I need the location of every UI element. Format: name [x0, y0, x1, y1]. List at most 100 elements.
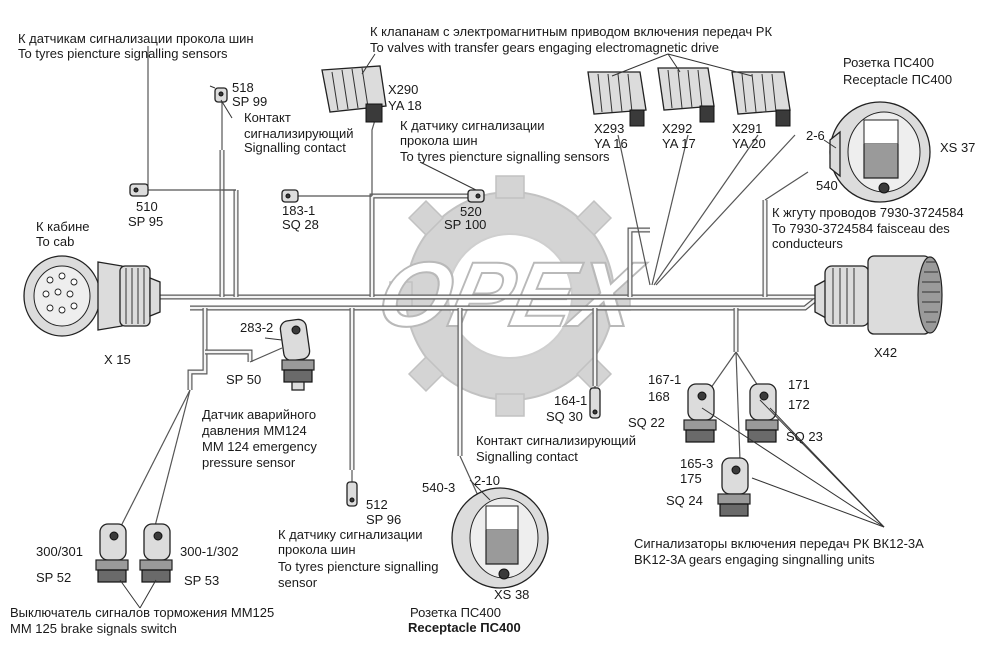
label-sp95: SP 95 [128, 214, 163, 229]
valve-connector-x290 [321, 65, 387, 123]
label-172: 172 [788, 397, 810, 412]
contact-sp95 [129, 183, 149, 197]
label-165-3: 165-3 [680, 456, 713, 471]
label-2-6: 2-6 [806, 128, 825, 143]
label-contact-ru: Контакт [244, 110, 291, 125]
valve-connector-x291 [731, 71, 791, 127]
xs37-receptacle [829, 101, 931, 203]
label-512: 512 [366, 497, 388, 512]
label-harness-en1: To 7930-3724584 faisceau des [772, 221, 950, 236]
label-sp52: SP 52 [36, 570, 71, 585]
switch-sp52 [95, 523, 129, 583]
contact-sp96 [346, 481, 358, 507]
label-518: 518 [232, 80, 254, 95]
label-receptacle-bot-ru: Розетка ПС400 [410, 605, 501, 620]
label-300-1-302: 300-1/302 [180, 544, 239, 559]
label-alarm-ru2: давления ММ124 [202, 423, 307, 438]
label-x293: X293 [594, 121, 624, 136]
label-183-1: 183-1 [282, 203, 315, 218]
label-contact2-en: Signalling contact [476, 449, 578, 464]
label-tyre-low-ru2: прокола шин [278, 542, 356, 557]
label-tyre-sensors-ru: К датчикам сигнализации прокола шин [18, 31, 254, 46]
label-contact2-ru: Контакт сигнализирующий [476, 433, 636, 448]
label-cab-ru: К кабине [36, 219, 90, 234]
label-sp53: SP 53 [184, 573, 219, 588]
label-sp96: SP 96 [366, 512, 401, 527]
label-alarm-ru1: Датчик аварийного [202, 407, 316, 422]
label-gears-ru: Сигнализаторы включения передач РК ВК12-… [634, 536, 924, 551]
label-sq28: SQ 28 [282, 217, 319, 232]
sensor-sq24 [717, 457, 751, 517]
label-ya18: YA 18 [388, 98, 422, 113]
label-ya16: YA 16 [594, 136, 628, 151]
leader-lines [119, 46, 885, 609]
labels: К датчикам сигнализации прокола шин To t… [10, 24, 975, 636]
label-sq22: SQ 22 [628, 415, 665, 430]
label-167-1: 167-1 [648, 372, 681, 387]
label-tyre-one-ru1: К датчику сигнализации [400, 118, 545, 133]
label-contact-en: Signalling contact [244, 140, 346, 155]
label-harness-en2: conducteurs [772, 236, 843, 251]
label-receptacle-top-ru: Розетка ПС400 [843, 55, 934, 70]
sensor-sq23 [745, 383, 779, 443]
valve-connector-x292 [657, 67, 715, 123]
label-brake-ru: Выключатель сигналов торможения ММ125 [10, 605, 274, 620]
label-sp100: SP 100 [444, 217, 486, 232]
contact-sq30 [589, 387, 601, 419]
sensor-sp50 [279, 318, 315, 391]
label-300-301: 300/301 [36, 544, 83, 559]
label-tyre-low-en2: sensor [278, 575, 318, 590]
contact-sp100 [467, 189, 485, 203]
label-tyre-one-ru2: прокола шин [400, 133, 478, 148]
label-valves-en: To valves with transfer gears engaging e… [370, 40, 719, 55]
label-gears-en: BK12-3A gears engaging singnalling units [634, 552, 875, 567]
label-sq30: SQ 30 [546, 409, 583, 424]
harness-trunk [158, 150, 817, 470]
label-tyre-sensors-en: To tyres piencture signalling sensors [18, 46, 228, 61]
label-tyre-low-en1: To tyres piencture signalling [278, 559, 438, 574]
label-x42: X42 [874, 345, 897, 360]
label-xs37: XS 37 [940, 140, 975, 155]
label-sq24: SQ 24 [666, 493, 703, 508]
label-brake-en: MM 125 brake signals switch [10, 621, 177, 636]
label-x290: X290 [388, 82, 418, 97]
label-2-10: 2-10 [474, 473, 500, 488]
label-168: 168 [648, 389, 670, 404]
sensor-sq22 [683, 383, 717, 443]
label-283-2: 283-2 [240, 320, 273, 335]
label-tyre-one-en: To tyres piencture signalling sensors [400, 149, 610, 164]
valve-connector-x293 [587, 71, 647, 127]
label-x291: X291 [732, 121, 762, 136]
label-164-1: 164-1 [554, 393, 587, 408]
switch-sp53 [139, 523, 173, 583]
label-alarm-en2: pressure sensor [202, 455, 296, 470]
label-receptacle-top-en: Receptacle ПС400 [843, 72, 952, 87]
label-ya20: YA 20 [732, 136, 766, 151]
x42-connector [814, 255, 943, 335]
watermark-text: OPEX [370, 243, 652, 346]
xs38-receptacle [451, 487, 549, 589]
label-540-top: 540 [816, 178, 838, 193]
label-contact-ru2: сигнализирующий [244, 126, 354, 141]
label-valves-ru: К клапанам с электромагнитным приводом в… [370, 24, 772, 39]
contact-sq28 [281, 189, 299, 203]
contact-sp99 [214, 87, 228, 103]
label-ya17: YA 17 [662, 136, 696, 151]
label-sp50: SP 50 [226, 372, 261, 387]
label-520: 520 [460, 204, 482, 219]
label-510: 510 [136, 199, 158, 214]
label-xs38: XS 38 [494, 587, 529, 602]
label-175: 175 [680, 471, 702, 486]
label-171: 171 [788, 377, 810, 392]
label-harness-ru: К жгуту проводов 7930-3724584 [772, 205, 964, 220]
label-tyre-low-ru1: К датчику сигнализации [278, 527, 423, 542]
label-540-3: 540-3 [422, 480, 455, 495]
label-x15: X 15 [104, 352, 131, 367]
label-receptacle-bot-en: Receptacle ПС400 [408, 620, 521, 635]
thin-wires [117, 95, 809, 533]
label-alarm-en1: MM 124 emergency [202, 439, 317, 454]
label-sq23: SQ 23 [786, 429, 823, 444]
label-cab-en: To cab [36, 234, 74, 249]
